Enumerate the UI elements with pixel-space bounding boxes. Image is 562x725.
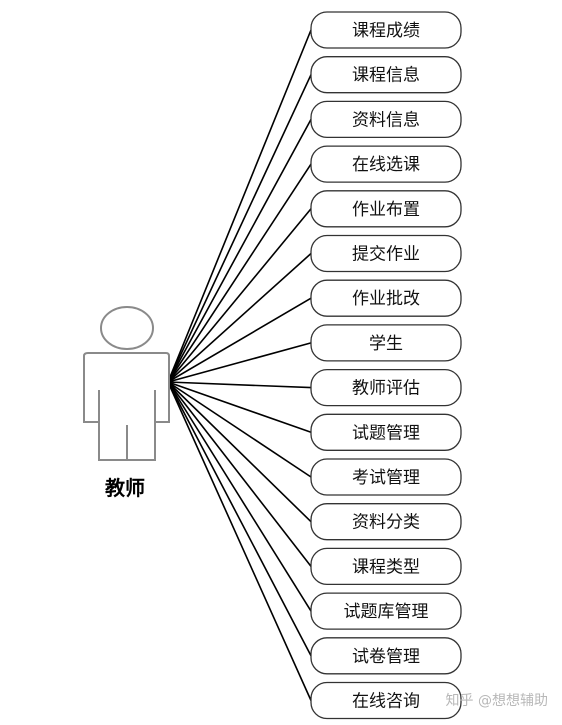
association-line: [167, 208, 312, 383]
use-case: 课程类型: [310, 547, 462, 586]
association-line: [167, 381, 312, 701]
use-case: 课程成绩: [310, 11, 462, 49]
use-case-label: 教师评估: [352, 379, 420, 399]
use-case-label: 课程类型: [352, 557, 420, 577]
use-case-label: 课程成绩: [352, 21, 420, 41]
use-case-label: 在线咨询: [352, 692, 420, 712]
association-line: [167, 119, 312, 383]
use-case-box: [310, 145, 462, 183]
use-case-box: [310, 503, 462, 541]
use-case-label: 试题管理: [352, 423, 420, 443]
use-case-box: [310, 458, 462, 496]
actor-head: [100, 306, 154, 350]
use-case: 学生: [310, 324, 462, 362]
use-case-label: 资料信息: [352, 110, 420, 130]
use-case-box: [310, 56, 462, 94]
association-line: [167, 381, 312, 389]
use-case: 资料信息: [310, 100, 462, 139]
use-case-label: 试题库管理: [344, 602, 429, 622]
use-case-box: [310, 11, 462, 49]
actor-label: 教师: [105, 476, 145, 500]
watermark: 知乎 @想想辅助: [446, 692, 548, 709]
use-case-label: 考试管理: [352, 468, 420, 488]
use-case-box: [310, 234, 462, 273]
use-case: 资料分类: [310, 503, 462, 541]
use-case-label: 提交作业: [352, 245, 420, 265]
use-case-box: [310, 324, 462, 362]
use-case: 在线选课: [310, 145, 462, 183]
use-case: 试题库管理: [310, 592, 462, 630]
association-line: [167, 381, 312, 434]
association-line: [167, 252, 312, 383]
use-case: 考试管理: [310, 458, 462, 496]
association-line: [167, 29, 312, 383]
use-case: 在线咨询: [310, 681, 462, 720]
use-case-label: 学生: [369, 334, 403, 354]
association-line: [167, 74, 312, 383]
use-case-box: [310, 592, 462, 630]
use-case-label: 试卷管理: [352, 647, 420, 667]
association-line: [167, 381, 312, 478]
use-case-label: 资料分类: [352, 513, 420, 533]
actor-figure: [83, 306, 170, 461]
use-case-box: [310, 368, 462, 407]
use-case-box: [310, 681, 462, 720]
use-case: 提交作业: [310, 234, 462, 273]
association-lines: [167, 29, 312, 701]
use-case: 作业布置: [310, 190, 462, 228]
use-case-box: [310, 190, 462, 228]
actor-body: [83, 352, 170, 461]
association-line: [167, 381, 312, 612]
association-line: [167, 381, 312, 567]
association-line: [167, 342, 312, 383]
use-case-list: 课程成绩课程信息资料信息在线选课作业布置提交作业作业批改学生教师评估试题管理考试…: [310, 11, 462, 720]
use-case-box: [310, 100, 462, 139]
use-case-box: [310, 413, 462, 451]
association-line: [167, 381, 312, 657]
association-line: [167, 381, 312, 523]
use-case-label: 作业布置: [352, 200, 420, 220]
use-case-label: 在线选课: [352, 155, 420, 175]
use-case-box: [310, 279, 462, 317]
association-line: [167, 163, 312, 383]
use-case-label: 课程信息: [352, 66, 420, 86]
use-case-box: [310, 547, 462, 586]
use-case: 作业批改: [310, 279, 462, 317]
use-case-label: 作业批改: [352, 289, 420, 309]
use-case: 课程信息: [310, 56, 462, 94]
association-line: [167, 297, 312, 383]
use-case: 教师评估: [310, 368, 462, 407]
use-case: 试卷管理: [310, 637, 462, 675]
use-case: 试题管理: [310, 413, 462, 451]
use-case-box: [310, 637, 462, 675]
